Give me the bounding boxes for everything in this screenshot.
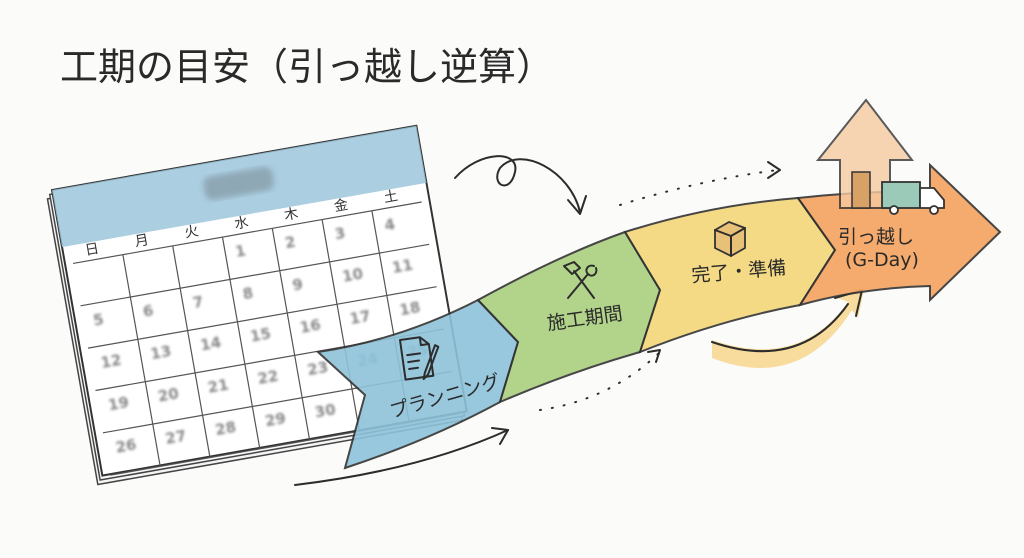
- calendar-date: 4: [383, 215, 396, 235]
- calendar-weekday: 水: [233, 215, 250, 233]
- dotted-arrow-bottom: [539, 351, 661, 411]
- calendar-gridline: [221, 237, 261, 448]
- calendar-weekday: 木: [283, 206, 300, 224]
- calendar-date: 1: [234, 241, 247, 261]
- step-sublabel-gday: (G-Day): [845, 249, 919, 271]
- calendar-gridline: [87, 286, 437, 349]
- calendar-weekday: 日: [84, 241, 101, 259]
- calendar-date: 21: [206, 375, 230, 396]
- yellow-swoosh-arrow: [712, 290, 864, 368]
- calendar-date: 20: [157, 384, 181, 405]
- calendar-weekday: 金: [333, 197, 350, 215]
- solid-arrow: [294, 429, 509, 486]
- calendar-date: 2: [284, 233, 297, 253]
- loop-arrow: [454, 155, 581, 213]
- calendar-weekday: 土: [383, 188, 400, 206]
- calendar-date: 14: [199, 333, 223, 354]
- dotted-arrow-top: [619, 169, 779, 206]
- page-title: 工期の目安（引っ越し逆算）: [60, 45, 554, 89]
- calendar-gridline: [172, 245, 211, 457]
- calendar-gridline: [321, 219, 360, 431]
- step-label-moving: 引っ越し: [838, 226, 914, 248]
- calendar-date: 16: [298, 316, 322, 337]
- calendar-date: 28: [214, 418, 238, 439]
- calendar-gridline: [72, 201, 422, 265]
- calendar-date: 30: [313, 400, 337, 421]
- calendar-date: 7: [191, 293, 204, 313]
- calendar-date: 18: [398, 298, 422, 319]
- calendar-date: 8: [241, 284, 254, 304]
- calendar-date: 6: [142, 301, 155, 321]
- blurred-year: [203, 166, 274, 201]
- calendar-date: 5: [92, 310, 105, 330]
- calendar-date: 22: [256, 367, 280, 388]
- calendar-gridline: [80, 243, 430, 307]
- calendar-date: 29: [264, 409, 288, 430]
- calendar-date: 15: [249, 324, 273, 345]
- hammer-wrench-icon: [563, 261, 598, 299]
- calendar-date: 26: [114, 435, 138, 456]
- calendar-date: 12: [99, 351, 123, 372]
- calendar-date: 23: [306, 358, 330, 379]
- calendar-date: 17: [348, 307, 372, 328]
- calendar-date: 10: [341, 264, 365, 285]
- calendar-date: 13: [149, 342, 173, 363]
- calendar-weekday: 月: [134, 232, 151, 250]
- document-pen-icon: [399, 336, 440, 381]
- calendar-date: 27: [164, 427, 188, 448]
- box-icon: [714, 221, 746, 258]
- house-truck-icon: [815, 98, 945, 215]
- calendar-date: 19: [107, 393, 131, 414]
- calendar-date: 9: [291, 275, 304, 295]
- calendar-weekday: 火: [183, 223, 200, 241]
- calendar-gridline: [271, 228, 311, 440]
- calendar-gridline: [122, 254, 161, 466]
- calendar-date: 11: [391, 256, 415, 277]
- calendar-date: 3: [333, 224, 346, 244]
